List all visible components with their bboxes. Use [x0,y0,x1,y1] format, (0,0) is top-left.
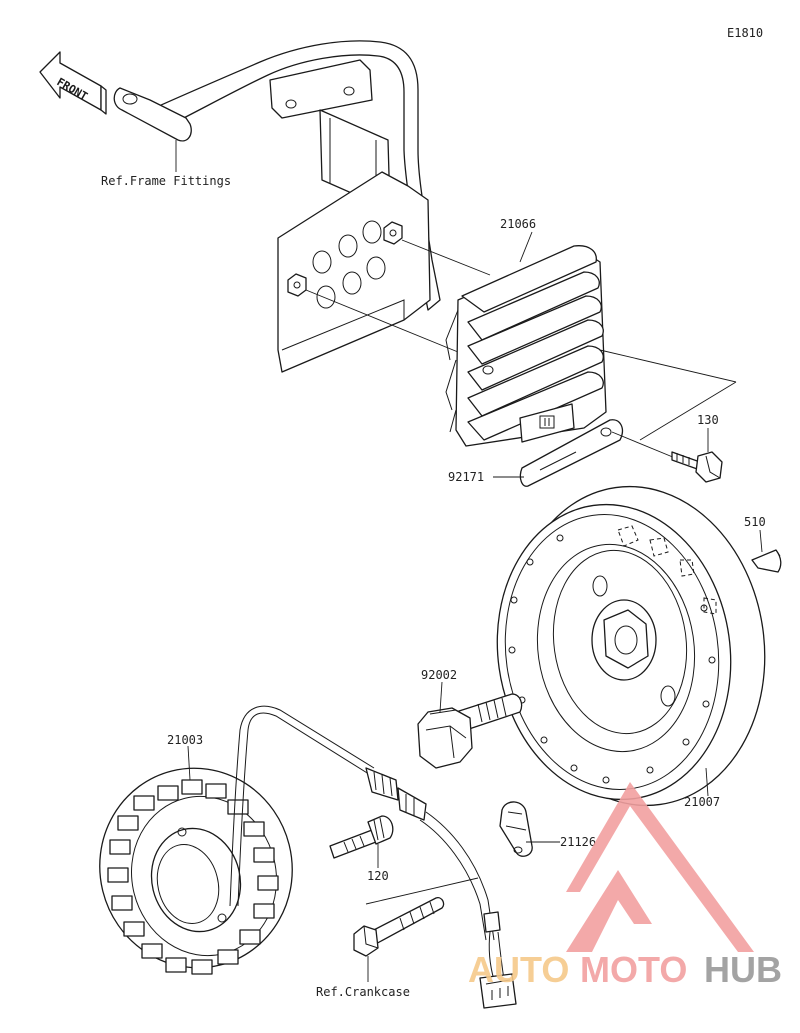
label-bolt-130: 130 [697,413,719,427]
watermark-brand-hub: HUB [704,949,782,990]
frame-fitting-bracket [113,40,441,373]
label-flywheel: 21007 [684,795,720,809]
flywheel-bolt [417,693,523,769]
label-rotor-bolt: 92002 [421,668,457,682]
wire-clamp [499,801,533,857]
label-clamp: 21126 [560,835,596,849]
label-bolt-120: 120 [367,869,389,883]
watermark-triangle-inner-icon [566,870,652,952]
watermark-brand-auto: AUTO [468,949,569,990]
stator-wire-harness [229,705,517,1009]
diagram-code: E1810 [727,26,763,40]
front-arrow-icon: FRONT [39,51,107,115]
label-stator: 21003 [167,733,203,747]
mounting-plate [519,419,624,487]
flywheel-rotor [496,485,766,807]
watermark-triangle-icon [566,782,754,952]
label-ref-frame-fittings: Ref.Frame Fittings [101,174,231,188]
regulator-rectifier [445,245,607,447]
crankcase-bolt [353,897,445,957]
woodruff-key [751,549,782,573]
watermark-logo: AUTO MOTO HUB [468,782,782,990]
stator-coil [99,767,293,975]
label-regulator: 21066 [500,217,536,231]
stator-bolt-120 [329,815,394,859]
bolt-130 [671,451,723,483]
watermark-brand-moto: MOTO [580,949,687,990]
label-ref-crankcase: Ref.Crankcase [316,985,410,999]
label-plate: 92171 [448,470,484,484]
label-key-510: 510 [744,515,766,529]
